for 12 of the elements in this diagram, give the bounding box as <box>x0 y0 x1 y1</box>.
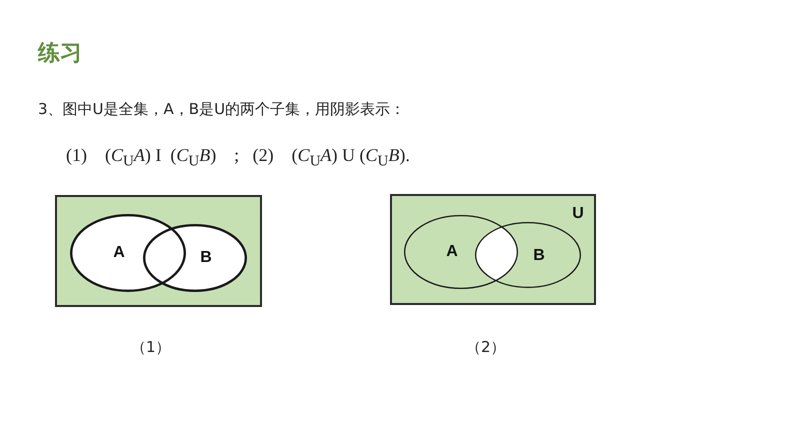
set-label: A <box>446 244 458 260</box>
universal-set-panel <box>55 195 262 307</box>
slide-title: 练习 <box>38 40 82 68</box>
question-text: 3、图中U是全集，A，B是U的两个子集，用阴影表示： <box>38 100 406 119</box>
figure-caption: （2） <box>466 338 506 357</box>
figure-caption: （1） <box>131 338 171 357</box>
set-label: A <box>113 245 125 261</box>
set-label: B <box>533 248 545 264</box>
formula-text: (1) (C$_{U}$A) I (C$_{U}$B) ; (2) (C$_{U}$A) U (C$_{U}$B). <box>66 145 410 171</box>
universal-set-panel <box>390 194 596 305</box>
set-label: B <box>200 250 212 266</box>
set-label: U <box>572 206 584 222</box>
